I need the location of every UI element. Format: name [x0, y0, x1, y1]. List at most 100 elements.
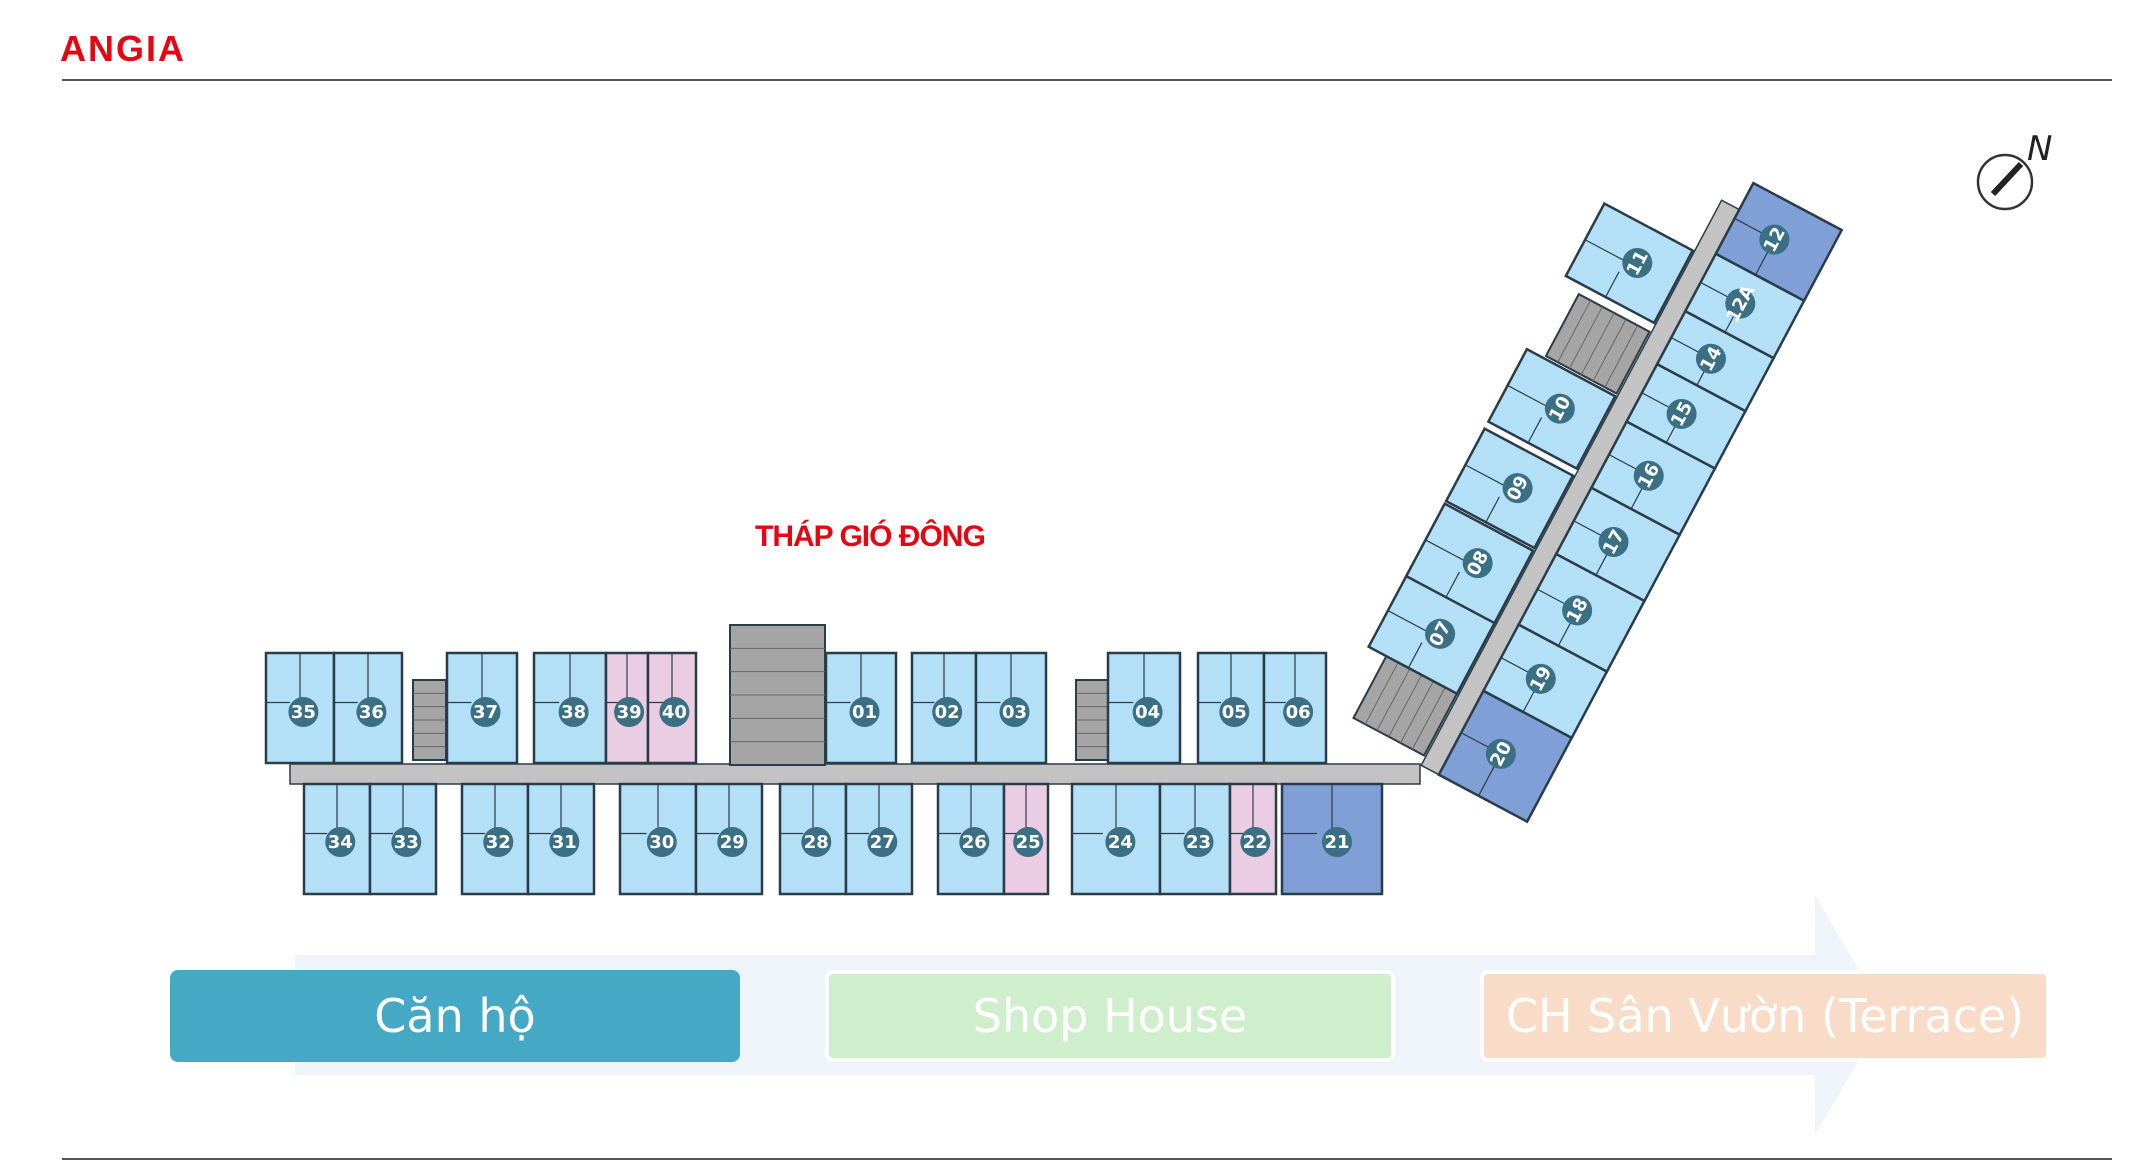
unit-label-badge — [483, 827, 514, 857]
legend-terrace-label: CH Sân Vườn (Terrace) — [1505, 989, 2025, 1043]
unit-16[interactable]: 16 — [1589, 419, 1717, 537]
unit-label-badge — [558, 697, 589, 727]
unit-label-badge — [1105, 827, 1136, 857]
unit-09[interactable]: 09 — [1444, 427, 1575, 550]
unit-number: 01 — [852, 702, 877, 723]
unit-label-badge — [1725, 288, 1756, 319]
unit-11[interactable]: 11 — [1564, 201, 1695, 325]
unit-label-badge — [1622, 247, 1653, 278]
unit-20[interactable]: 20 — [1437, 689, 1574, 824]
unit-number: 23 — [1186, 832, 1211, 853]
unit-label-badge — [1425, 618, 1456, 649]
unit-label-badge — [932, 697, 963, 727]
corridor — [289, 763, 1421, 785]
unit-12[interactable]: 12 — [1714, 181, 1844, 303]
unit-39[interactable]: 39 — [604, 651, 650, 765]
unit-40[interactable]: 40 — [646, 651, 698, 765]
legend-shop-house-label: Shop House — [972, 989, 1248, 1043]
unit-36[interactable]: 36 — [332, 651, 404, 765]
unit-number: 36 — [359, 702, 384, 723]
unit-label-badge — [999, 697, 1030, 727]
unit-label-badge — [1666, 398, 1697, 429]
unit-label-badge — [959, 827, 990, 857]
unit-label-badge — [1695, 343, 1726, 374]
unit-label-badge — [288, 697, 319, 727]
unit-15[interactable]: 15 — [1624, 362, 1748, 471]
unit-29[interactable]: 29 — [694, 782, 764, 896]
unit-22[interactable]: 22 — [1228, 782, 1278, 896]
unit-number: 21 — [1324, 832, 1349, 853]
compass-north-label: N — [2027, 129, 2052, 169]
unit-number: 40 — [662, 702, 687, 723]
unit-26[interactable]: 26 — [936, 782, 1006, 896]
legend-apartment-button[interactable]: Căn hộ — [170, 970, 740, 1062]
unit-number: 25 — [1016, 832, 1041, 853]
unit-number: 34 — [328, 832, 353, 853]
unit-28[interactable]: 28 — [778, 782, 848, 896]
unit-21[interactable]: 21 — [1280, 782, 1384, 896]
unit-label-badge — [1219, 697, 1250, 727]
unit-number: 03 — [1002, 702, 1027, 723]
compass-icon: N — [1976, 129, 2052, 211]
unit-number: 28 — [804, 832, 829, 853]
unit-05[interactable]: 05 — [1196, 651, 1266, 765]
unit-label-badge — [1544, 393, 1575, 424]
angia-logo: ANGIA — [60, 28, 186, 69]
unit-number: 35 — [291, 702, 316, 723]
unit-37[interactable]: 37 — [445, 651, 519, 765]
unit-08[interactable]: 08 — [1404, 502, 1535, 625]
header-divider — [62, 79, 2112, 81]
unit-34[interactable]: 34 — [302, 782, 372, 896]
unit-35[interactable]: 35 — [264, 651, 336, 765]
unit-number: 37 — [473, 702, 498, 723]
unit-17[interactable]: 17 — [1554, 486, 1682, 603]
unit-label-badge — [1013, 827, 1044, 857]
unit-27[interactable]: 27 — [844, 782, 914, 896]
unit-14[interactable]: 14 — [1655, 309, 1776, 413]
legend-apartment-label: Căn hộ — [374, 989, 536, 1043]
unit-03[interactable]: 03 — [974, 651, 1048, 765]
unit-23[interactable]: 23 — [1158, 782, 1232, 896]
unit-number: 02 — [935, 702, 960, 723]
unit-25[interactable]: 25 — [1002, 782, 1050, 896]
unit-label-badge — [1322, 827, 1352, 857]
unit-label-badge — [1598, 526, 1629, 557]
unit-24[interactable]: 24 — [1070, 782, 1162, 896]
unit-38[interactable]: 38 — [532, 651, 608, 765]
legend-terrace-button[interactable]: CH Sân Vườn (Terrace) — [1480, 970, 2050, 1062]
unit-label-badge — [1183, 827, 1214, 857]
unit-04[interactable]: 04 — [1106, 651, 1182, 765]
unit-label-badge — [1462, 548, 1493, 579]
unit-number: 38 — [561, 702, 586, 723]
unit-10[interactable]: 10 — [1486, 347, 1617, 471]
unit-number: 06 — [1286, 702, 1311, 723]
unit-label-badge — [614, 697, 645, 727]
unit-label-badge — [1240, 827, 1271, 857]
unit-32[interactable]: 32 — [460, 782, 530, 896]
unit-label-badge — [549, 827, 580, 857]
unit-31[interactable]: 31 — [526, 782, 596, 896]
unit-label-badge — [1283, 697, 1314, 727]
unit-number: 31 — [552, 832, 577, 853]
footer-divider — [62, 1158, 2112, 1160]
unit-label-badge — [1502, 473, 1533, 504]
legend-shop-house-button[interactable]: Shop House — [825, 970, 1395, 1062]
unit-label-badge — [717, 827, 748, 857]
unit-label-badge — [1525, 663, 1556, 694]
unit-label-badge — [391, 827, 422, 857]
unit-30[interactable]: 30 — [618, 782, 698, 896]
unit-33[interactable]: 33 — [368, 782, 438, 896]
unit-number: 30 — [649, 832, 674, 853]
unit-01[interactable]: 01 — [824, 651, 898, 765]
unit-12A[interactable]: 12A — [1683, 252, 1806, 360]
unit-label-badge — [356, 697, 387, 727]
unit-number: 22 — [1243, 832, 1268, 853]
unit-number: 29 — [720, 832, 745, 853]
unit-number: 39 — [617, 702, 642, 723]
unit-label-badge — [325, 827, 356, 857]
unit-18[interactable]: 18 — [1516, 552, 1647, 674]
unit-02[interactable]: 02 — [910, 651, 978, 765]
unit-06[interactable]: 06 — [1262, 651, 1328, 765]
